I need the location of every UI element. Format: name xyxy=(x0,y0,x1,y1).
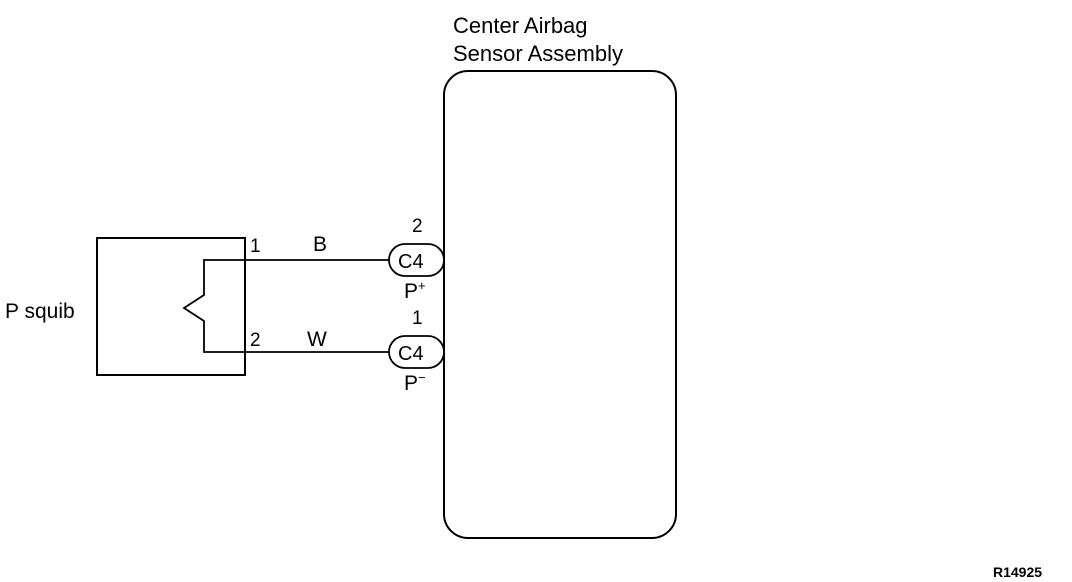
connector-top-pin: 2 xyxy=(412,216,423,237)
squib-pin-2: 2 xyxy=(250,330,261,351)
squib-pin-1: 1 xyxy=(250,236,261,257)
squib-box xyxy=(96,237,246,376)
wire-top-color: B xyxy=(313,233,327,256)
connector-top-terminal-sign: + xyxy=(418,278,426,293)
connector-bottom-terminal: P− xyxy=(404,370,426,395)
connector-top-terminal: P+ xyxy=(404,278,426,303)
reference-code: R14925 xyxy=(993,564,1042,580)
connector-bottom-terminal-base: P xyxy=(404,372,418,395)
wire-bottom-color: W xyxy=(307,328,327,351)
ecu-title-line1: Center Airbag xyxy=(453,13,588,38)
connector-top-name: C4 xyxy=(398,251,424,273)
connector-top-terminal-base: P xyxy=(404,280,418,303)
connector-bottom-pin: 1 xyxy=(412,308,423,329)
squib-element-symbol xyxy=(182,259,245,353)
connector-bottom-terminal-sign: − xyxy=(418,370,426,385)
ecu-title-line2: Sensor Assembly xyxy=(453,41,623,66)
squib-label: P squib xyxy=(5,300,75,323)
connector-bottom-name: C4 xyxy=(398,343,424,365)
connector-top-body xyxy=(388,243,445,277)
ecu-box xyxy=(443,70,677,539)
connector-bottom-body xyxy=(388,335,445,369)
